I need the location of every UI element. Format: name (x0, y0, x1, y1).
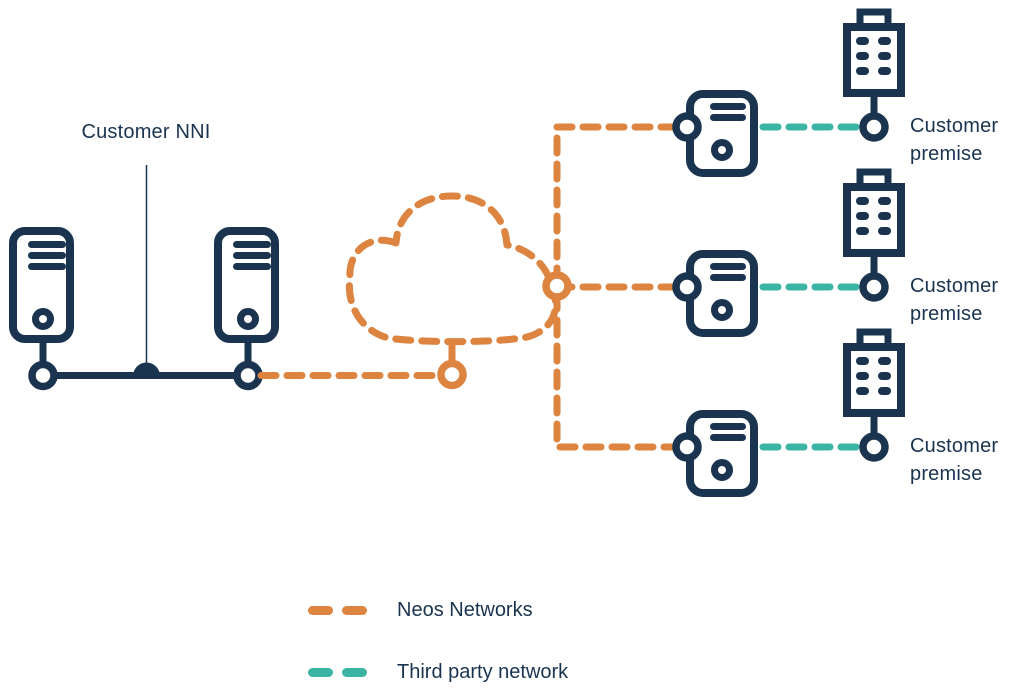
customer-site-group (9, 165, 279, 391)
neos-node-icon-3 (672, 410, 758, 497)
neos-networks-dash-icon (308, 605, 367, 615)
customer-premise-label-1: Customer premise (910, 115, 999, 165)
third-party-network-group (759, 123, 863, 451)
customer-premise-icon-3 (843, 328, 905, 462)
port-node-icon (859, 112, 889, 142)
neos-distribution-line (553, 123, 680, 451)
third-party-dash-icon (308, 667, 367, 677)
customer-premise-icon-2 (843, 168, 905, 302)
port-node-icon (28, 360, 58, 391)
neos-cloud-icon (345, 192, 560, 346)
port-node-icon (672, 272, 702, 302)
neos-node-icon-2 (672, 250, 758, 337)
cloud-drop-node-icon (437, 359, 467, 390)
nni-junction-dot (133, 362, 160, 376)
customer-server-icon-1 (9, 227, 74, 391)
legend-item-third-party: Third party network (308, 658, 568, 686)
legend: Neos Networks Third party network (308, 596, 568, 686)
customer-nni-label: Customer NNI (81, 121, 211, 143)
customer-premise-label-2: Customer premise (910, 275, 999, 325)
customer-premise-label-3: Customer premise (910, 435, 999, 485)
port-node-icon (859, 272, 889, 302)
cloud-edge-node-icon (542, 271, 572, 301)
legend-label-neos-networks: Neos Networks (397, 598, 533, 621)
port-node-icon (672, 112, 702, 142)
port-node-icon (859, 432, 889, 462)
port-node-icon (672, 432, 702, 462)
legend-label-third-party: Third party network (397, 660, 569, 683)
neos-network-group (257, 123, 680, 451)
customer-server-icon-2 (214, 227, 279, 391)
legend-item-neos-networks: Neos Networks (308, 596, 568, 624)
customer-premise-icon-1 (843, 8, 905, 142)
port-node-icon (233, 360, 263, 391)
neos-node-icon-1 (672, 90, 758, 177)
